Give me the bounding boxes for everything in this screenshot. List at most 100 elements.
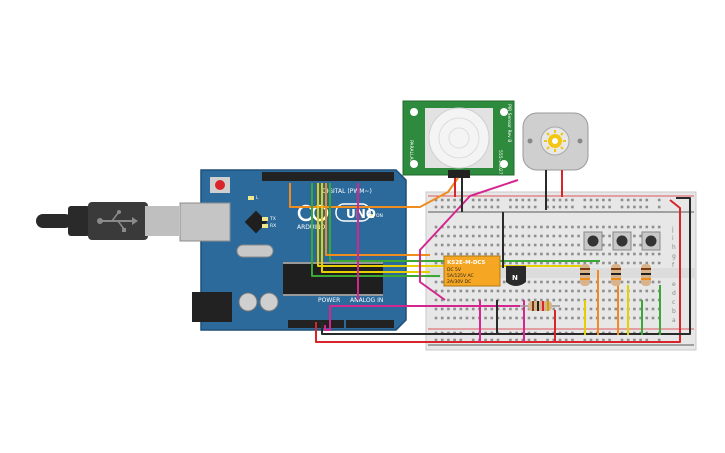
breadboard-hole xyxy=(577,289,580,293)
breadboard-hole xyxy=(509,243,512,247)
breadboard-hole xyxy=(589,289,593,293)
breadboard-hole xyxy=(571,289,574,293)
breadboard-hole xyxy=(645,307,649,311)
breadboard-hole xyxy=(471,307,475,311)
breadboard-hole xyxy=(502,289,506,293)
wire-green-1 xyxy=(311,183,440,277)
breadboard-hole xyxy=(440,298,444,302)
breadboard-hole xyxy=(515,261,518,265)
push-button-1[interactable] xyxy=(583,231,603,251)
breadboard-hole xyxy=(645,338,649,342)
breadboard-hole xyxy=(639,234,642,238)
breadboard-hole xyxy=(657,205,661,209)
breadboard-hole xyxy=(515,205,518,209)
digital-label: DIGITAL (PWM~) xyxy=(322,188,372,195)
breadboard-hole xyxy=(626,225,630,229)
breadboard-hole xyxy=(583,338,587,342)
breadboard-hole xyxy=(639,205,642,209)
breadboard-hole xyxy=(521,198,525,202)
breadboard-hole xyxy=(515,316,518,320)
breadboard-hole xyxy=(546,280,549,284)
breadboard-hole xyxy=(459,198,463,202)
pir-sensor: PIR Sensor Rev B 555-28027 PARALLAX xyxy=(402,100,515,178)
reset-button[interactable] xyxy=(210,177,230,193)
breadboard-hole xyxy=(602,243,605,247)
push-button-2[interactable] xyxy=(612,231,632,251)
breadboard-hole xyxy=(620,261,624,265)
pir-dome xyxy=(428,107,490,169)
wire-green-2 xyxy=(329,183,600,262)
breadboard-hole xyxy=(440,338,444,342)
breadboard-hole xyxy=(453,205,456,209)
breadboard-hole xyxy=(558,307,562,311)
breadboard-hole xyxy=(496,225,500,229)
breadboard-hole xyxy=(527,205,531,209)
breadboard-hole xyxy=(608,252,611,256)
breadboard-hole xyxy=(645,298,649,302)
capacitor-2 xyxy=(259,292,279,312)
breadboard-hole xyxy=(453,198,456,202)
breadboard-hole xyxy=(502,261,506,265)
breadboard-hole xyxy=(546,234,549,238)
breadboard-hole xyxy=(533,316,537,320)
breadboard-hole xyxy=(484,307,487,311)
breadboard-hole xyxy=(602,280,605,284)
breadboard-hole xyxy=(533,252,537,256)
breadboard-hole xyxy=(471,234,475,238)
breadboard-hole xyxy=(521,243,525,247)
breadboard-hole xyxy=(546,338,549,342)
motor-shaft-icon xyxy=(544,130,566,152)
breadboard-hole xyxy=(434,338,438,342)
breadboard-hole xyxy=(440,252,444,256)
breadboard-hole xyxy=(515,243,518,247)
breadboard-hole xyxy=(453,316,456,320)
svg-text:g: g xyxy=(672,253,676,260)
wire-magenta-pir xyxy=(419,179,519,301)
analog-header xyxy=(346,320,394,328)
breadboard-hole xyxy=(527,261,531,265)
breadboard-hole xyxy=(552,234,556,238)
l-label: L xyxy=(256,195,259,201)
breadboard-hole xyxy=(558,316,562,320)
breadboard-hole xyxy=(552,261,556,265)
breadboard-hole xyxy=(490,225,494,229)
breadboard-hole xyxy=(639,243,642,247)
usb-icon xyxy=(97,210,138,232)
breadboard-hole xyxy=(608,298,611,302)
breadboard-hole xyxy=(608,198,611,202)
breadboard-hole xyxy=(608,225,611,229)
resistor-2 xyxy=(580,264,590,286)
resistor-1 xyxy=(520,301,560,311)
breadboard-hole xyxy=(639,316,642,320)
breadboard-hole xyxy=(608,261,611,265)
breadboard-hole xyxy=(651,261,655,265)
breadboard-hole xyxy=(478,198,481,202)
breadboard-hole xyxy=(484,298,487,302)
breadboard-hole xyxy=(447,307,450,311)
breadboard-hole xyxy=(478,252,481,256)
breadboard-hole xyxy=(614,307,618,311)
breadboard-hole xyxy=(533,280,537,284)
breadboard-hole xyxy=(571,307,574,311)
breadboard-hole xyxy=(620,205,624,209)
breadboard-hole xyxy=(620,307,624,311)
breadboard-hole xyxy=(626,338,630,342)
breadboard-hole xyxy=(602,307,605,311)
breadboard-hole xyxy=(447,198,450,202)
breadboard-hole xyxy=(571,316,574,320)
breadboard-hole xyxy=(496,289,500,293)
breadboard-hole xyxy=(459,252,463,256)
breadboard-hole xyxy=(595,225,599,229)
breadboard-hole xyxy=(447,205,450,209)
breadboard-hole xyxy=(552,225,556,229)
breadboard-hole xyxy=(459,316,463,320)
breadboard-hole xyxy=(546,252,549,256)
breadboard-hole xyxy=(564,298,568,302)
breadboard-hole xyxy=(453,338,456,342)
pir-side-label: PIR Sensor Rev B xyxy=(506,104,512,142)
breadboard-hole xyxy=(440,261,444,265)
dc-motor xyxy=(522,112,589,171)
push-button-3[interactable] xyxy=(641,231,661,251)
breadboard-hole xyxy=(552,307,556,311)
